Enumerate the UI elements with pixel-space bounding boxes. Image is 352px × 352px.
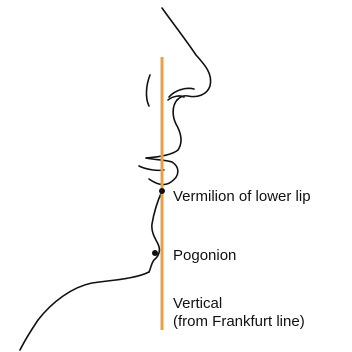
profile-chin xyxy=(149,191,162,272)
vermilion-label: Vermilion of lower lip xyxy=(173,188,311,206)
profile-cheek xyxy=(146,75,150,106)
profile-mouth-line xyxy=(146,158,172,162)
vertical-label-line2: (from Frankfurt line) xyxy=(173,313,305,331)
vermilion-point xyxy=(159,188,165,194)
profile-upper-lip xyxy=(146,100,181,158)
pogonion-label: Pogonion xyxy=(173,247,236,265)
profile-neck xyxy=(20,272,149,350)
profile-nose xyxy=(162,8,211,100)
profile-lip-shadow xyxy=(139,166,164,170)
vertical-label-line1: Vertical xyxy=(173,295,305,313)
vertical-label: Vertical (from Frankfurt line) xyxy=(173,295,305,331)
pogonion-point xyxy=(152,250,158,256)
